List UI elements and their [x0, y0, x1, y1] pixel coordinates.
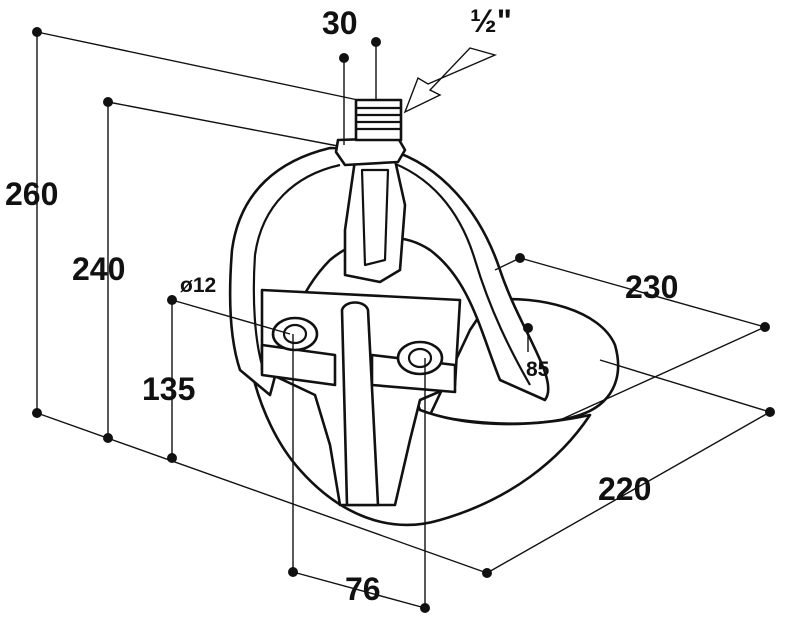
mounting-hole-left-inner	[282, 323, 308, 345]
label-240: 240	[72, 251, 125, 287]
mounting-hole-left	[271, 316, 319, 352]
center-rib	[340, 301, 380, 507]
label-260: 260	[5, 176, 58, 212]
mounting-hole-right-inner	[407, 347, 433, 369]
label-30: 30	[322, 5, 358, 41]
thread-arrow-icon	[403, 47, 498, 114]
label-hole-diameter: ø12	[180, 274, 216, 297]
bracket-inner	[252, 158, 531, 386]
valve-stem-inner	[360, 168, 390, 267]
valve-stem	[343, 158, 407, 284]
label-76: 76	[345, 571, 381, 607]
label-220: 220	[598, 471, 651, 507]
bowl-drawing	[228, 98, 620, 527]
threaded-pipe	[354, 98, 403, 142]
hex-nut	[334, 136, 407, 167]
pipe-threads	[356, 106, 401, 131]
dimension-dots	[32, 27, 775, 613]
label-85: 85	[526, 358, 550, 381]
label-230: 230	[625, 269, 678, 305]
label-thread: ½"	[470, 3, 512, 39]
dimension-lines	[32, 27, 775, 613]
mounting-hole-right	[396, 340, 444, 376]
label-135: 135	[142, 371, 195, 407]
